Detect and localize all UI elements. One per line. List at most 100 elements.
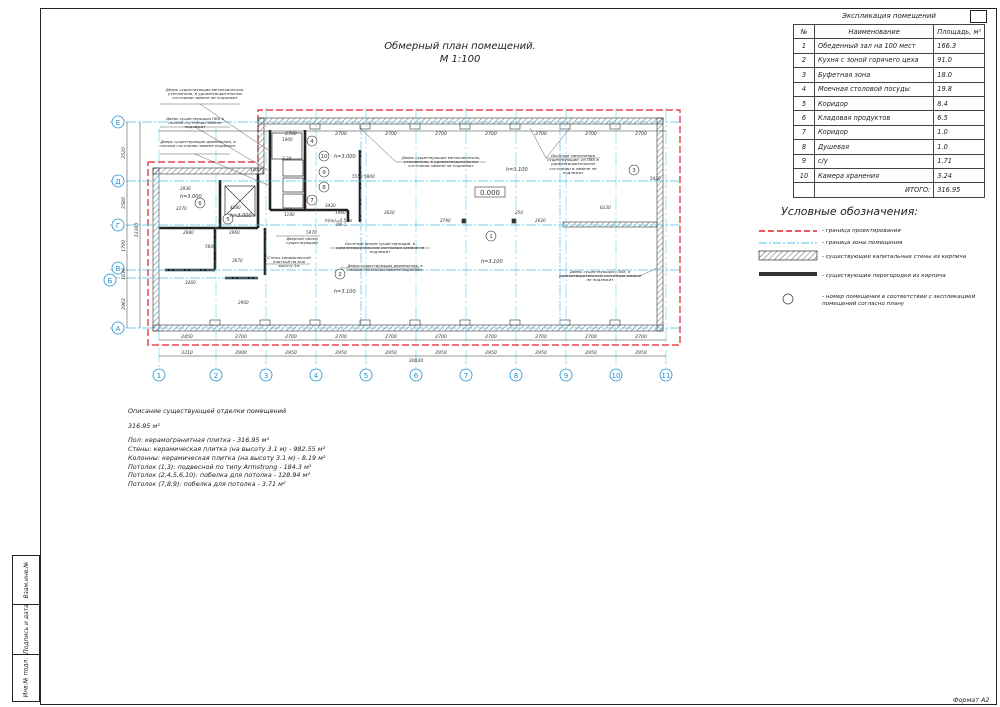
room-number-label: 7 [310,198,314,204]
plan-dim: 2620 [535,218,546,223]
callout-text: Дверь существующая, ПВХ, в удовлетворите… [558,270,642,283]
level-mark: 0.000 [480,189,500,197]
plan-dim: 3430 [325,203,336,208]
dim-label: 2700 [535,334,547,340]
drawing-title: Обмерный план помещений. [384,41,536,52]
axis-lines [158,108,667,368]
dim-label: 3520 [121,147,127,159]
side-stamp: Взам.инв.№ Подпись и дата Инв.№ подл. [12,555,40,702]
dimension-lines [126,122,666,357]
plan-dim: 1200 [250,167,261,172]
axis-label: 11 [662,372,671,380]
wall-buffet [562,221,658,228]
plan-dim: 5800 [364,174,375,179]
legend-title: Условные обозначения: [781,205,919,218]
plan-dim: 3260 [185,280,196,285]
wall-north [257,117,664,125]
dim-label: 2700 [535,131,547,137]
dim-label: 2700 [385,131,397,137]
plan-dim: 2880 [183,230,194,235]
legend-item: - существующие капитальные стены из кирп… [822,254,967,260]
total-value: 316.95 [933,182,985,198]
dim-label: 2950 [285,350,297,356]
finish-description: Описание существующей отделки помещений … [128,407,326,489]
dim-label: 2950 [635,350,647,356]
axis-label: Б [108,277,113,285]
room-number-label: 3 [632,168,636,174]
dim-label: 2700 [435,131,447,137]
plan-dim: 3.24 [282,156,292,161]
dim-label: 2700 [335,131,347,137]
total-label: ИТОГО: [813,182,935,198]
level-mark-box [474,186,506,198]
dim-label: 12360 [134,223,140,238]
legend-item: - существующие перегородки из кирпича [822,273,946,279]
wall-west [152,167,160,332]
dim-label: 2700 [635,131,647,137]
total-row: ИТОГО:316.95 [793,182,985,198]
axis-label: Г [116,222,120,230]
plan-dim: 3670 [232,258,243,263]
plan-dim: h(ок)=0.55м [325,218,352,223]
room-number-symbol [782,293,794,305]
plan-dim: 4280 [230,205,241,210]
dim-label: 2950 [535,350,547,356]
callout-text: Дверь существующая металлическая, утепле… [165,88,245,101]
notes-line: Потолок (2,4,5,6,10): побелка для потолк… [128,471,310,480]
height-label: h=3.100 [506,167,528,173]
sheet-number-box [970,10,987,23]
axis-label: 7 [464,372,468,380]
wall-north-west [152,167,264,175]
dim-label: 2700 [585,334,597,340]
plan-dim: 5600 [205,244,216,249]
plan-dim: 6230 [600,205,611,210]
dim-label: 1790 [121,240,127,252]
plan-dim: 3020 [384,210,395,215]
dim-label: 2700 [385,334,397,340]
wall-east [656,117,664,332]
height-labels: h=3.100 h=3.100 h=3.100 h=3.000 h=3.000 … [180,154,528,295]
room-markers: 1 2 3 4 5 6 7 8 9 10 [194,135,640,280]
dim-label: 2950 [485,350,497,356]
axis-label: 2 [214,372,218,380]
notes-heading: Описание существующей отделки помещений [128,407,287,415]
dim-label: 2700 [485,131,497,137]
plan-dim: 2270 [176,206,187,211]
callout-text: Оконный проем существующий, в удовлетвор… [335,242,425,255]
dim-label: 3310 [181,350,193,356]
dim-label: 2700 [435,334,447,340]
dim-label: 2700 [635,334,647,340]
drawing-frame [40,8,997,705]
explication-caption: Экспликация помещений [842,12,936,20]
callout-text: Дверь существующая металлическая, утепле… [401,156,481,169]
dim-label: 2900 [235,350,247,356]
axis-label: 1 [157,372,161,380]
dim-label: 2700 [585,131,597,137]
axis-label: Д [115,178,121,186]
notes-line: Пол: керамогранитная плитка - 316.95 м² [128,436,269,445]
column-axis-markers: 1 2 3 4 5 6 7 8 9 10 11 [152,368,673,382]
callout-text: Дверь существующая деревянная, в плохом … [160,140,236,149]
wall-step [257,117,265,175]
plan-dim: 2960 [229,230,240,235]
overall-dim-label: 30020 [409,358,424,364]
plan-dim: 1180 [284,212,295,217]
axis-label: 4 [314,372,319,380]
drawing-scale: М 1:100 [439,54,481,65]
axis-label: 9 [564,372,568,380]
room-number-label: 9 [322,170,326,176]
room-number-label: 8 [322,185,326,191]
height-label: h=3.100 [334,289,356,295]
dim-label: 2950 [385,350,397,356]
room-number-label: 6 [198,201,202,207]
partition-symbol [759,272,817,276]
room-number-label: 1 [489,234,493,240]
callout-leaders [160,103,658,277]
dim-label: 2950 [435,350,447,356]
axis-label: 8 [514,372,518,380]
room-number-label: 10 [321,154,328,160]
axis-label: 3 [264,372,268,380]
room-number-label: 5 [226,217,230,223]
